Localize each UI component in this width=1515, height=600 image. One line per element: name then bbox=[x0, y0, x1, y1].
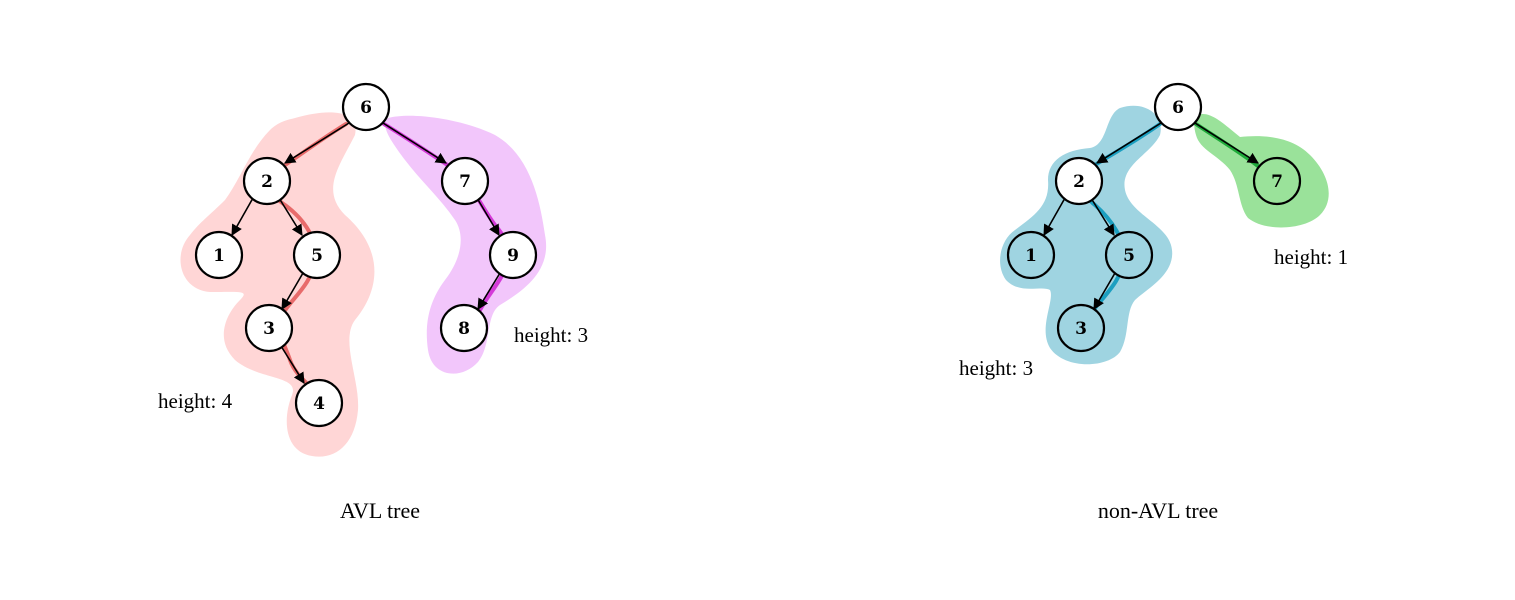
avl-right-subtree-highlight bbox=[385, 115, 547, 374]
tree-node: 4 bbox=[294, 378, 344, 428]
non-avl-left-height-label: height: 3 bbox=[959, 356, 1033, 380]
edge-6-2 bbox=[284, 122, 350, 164]
tree-node: 1 bbox=[1006, 230, 1056, 280]
edge-2-1 bbox=[231, 197, 254, 236]
svg-text:7: 7 bbox=[1271, 172, 1283, 192]
svg-text:7: 7 bbox=[459, 172, 471, 192]
edge-9-8 bbox=[477, 272, 501, 310]
svg-text:1: 1 bbox=[1025, 246, 1037, 266]
tree-node: 3 bbox=[1056, 303, 1106, 353]
svg-text:6: 6 bbox=[1172, 98, 1184, 118]
tree-node: 6 bbox=[1153, 82, 1203, 132]
svg-text:5: 5 bbox=[311, 246, 323, 266]
edge-2-5 bbox=[278, 197, 303, 236]
tree-node: 7 bbox=[1252, 156, 1302, 206]
tree-node: 1 bbox=[194, 230, 244, 280]
svg-text:5: 5 bbox=[1123, 246, 1135, 266]
tree-node: 5 bbox=[292, 230, 342, 280]
avl-right-height-label: height: 3 bbox=[514, 323, 588, 347]
edge-6-2 bbox=[1096, 122, 1162, 164]
non-avl-tree: 6 2 7 1 5 3 height: 3 height: 1 non-AVL … bbox=[959, 82, 1348, 523]
non-avl-left-subtree-highlight bbox=[1000, 105, 1173, 365]
avl-tree-caption: AVL tree bbox=[340, 498, 420, 523]
svg-text:2: 2 bbox=[1073, 172, 1085, 192]
svg-text:2: 2 bbox=[261, 172, 273, 192]
tree-node: 7 bbox=[440, 156, 490, 206]
avl-left-height-label: height: 4 bbox=[158, 389, 233, 413]
tree-node: 2 bbox=[1054, 156, 1104, 206]
svg-text:3: 3 bbox=[1075, 319, 1087, 339]
tree-node: 2 bbox=[242, 156, 292, 206]
tree-node: 8 bbox=[439, 303, 489, 353]
svg-text:8: 8 bbox=[458, 319, 470, 339]
edge-3-4 bbox=[280, 345, 305, 384]
tree-node: 9 bbox=[488, 230, 538, 280]
svg-text:6: 6 bbox=[360, 98, 372, 118]
svg-text:9: 9 bbox=[507, 246, 519, 266]
edge-2-1 bbox=[1043, 197, 1066, 236]
svg-text:4: 4 bbox=[313, 394, 325, 414]
tree-node: 3 bbox=[244, 303, 294, 353]
non-avl-right-height-label: height: 1 bbox=[1274, 245, 1348, 269]
svg-text:1: 1 bbox=[213, 246, 225, 266]
edge-5-3 bbox=[1093, 272, 1116, 310]
avl-tree: 6 2 7 1 5 9 3 8 bbox=[158, 82, 588, 523]
tree-node: 6 bbox=[341, 82, 391, 132]
edge-6-7 bbox=[382, 122, 447, 164]
edge-6-7 bbox=[1194, 122, 1259, 164]
edge-5-3 bbox=[281, 272, 304, 310]
avl-left-subtree-highlight bbox=[180, 112, 375, 457]
tree-node: 5 bbox=[1104, 230, 1154, 280]
edge-7-9 bbox=[476, 197, 500, 236]
edge-2-5 bbox=[1090, 197, 1115, 236]
non-avl-tree-caption: non-AVL tree bbox=[1098, 498, 1218, 523]
svg-text:3: 3 bbox=[263, 319, 275, 339]
